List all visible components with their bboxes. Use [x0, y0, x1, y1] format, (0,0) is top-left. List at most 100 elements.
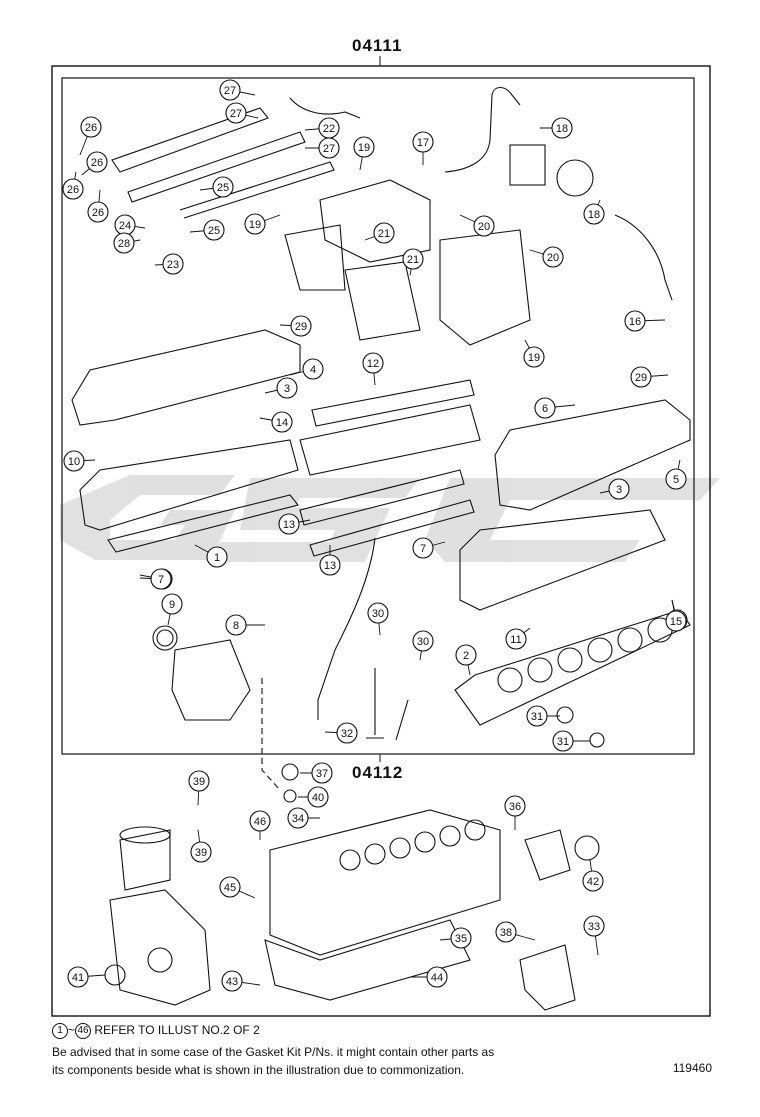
inner-frame-04111 — [61, 77, 695, 755]
callout-circle — [319, 554, 341, 576]
callout-number-25: 25 — [208, 225, 220, 237]
callout-circle — [504, 795, 526, 817]
callout-circle — [203, 219, 225, 241]
outer-frame — [51, 65, 711, 1017]
callout-number-29: 29 — [295, 321, 307, 333]
callout-number-2: 2 — [463, 650, 469, 662]
callout-number-24: 24 — [119, 220, 131, 232]
callout-number-27: 27 — [323, 143, 335, 155]
callout-circle — [534, 397, 556, 419]
callout-number-42: 42 — [587, 876, 599, 888]
callout-number-21: 21 — [407, 254, 419, 266]
advice-line-2: its components beside what is shown in t… — [52, 1063, 465, 1077]
callout-circle — [608, 478, 630, 500]
callout-number-32: 32 — [341, 728, 353, 740]
callout-circle — [426, 966, 448, 988]
callout-circle — [162, 253, 184, 275]
callout-number-34: 34 — [292, 813, 304, 825]
callout-circle — [311, 762, 333, 784]
callout-circle — [150, 568, 172, 590]
callout-number-33: 33 — [588, 921, 600, 933]
callout-number-1: 1 — [214, 552, 220, 564]
callout-circle — [161, 593, 183, 615]
callout-circle — [412, 537, 434, 559]
callout-number-31: 31 — [531, 711, 543, 723]
callout-number-20: 20 — [547, 252, 559, 264]
callout-number-39: 39 — [193, 776, 205, 788]
kit-number-bottom: 04112 — [352, 763, 404, 782]
callout-circle — [552, 730, 574, 752]
callout-circle — [80, 116, 102, 138]
callout-circle — [551, 117, 573, 139]
callout-circle — [113, 232, 135, 254]
callout-circle — [302, 358, 324, 380]
callout-circle — [542, 246, 564, 268]
callout-number-36: 36 — [509, 801, 521, 813]
callout-number-8: 8 — [233, 620, 239, 632]
callout-circle — [86, 151, 108, 173]
callout-number-31: 31 — [557, 736, 569, 748]
callout-number-4: 4 — [310, 364, 316, 376]
callout-circle — [630, 366, 652, 388]
callout-circle — [665, 468, 687, 490]
illustration-ref-code: 119460 — [672, 1061, 712, 1075]
callout-number-6: 6 — [542, 403, 548, 415]
callout-circle — [271, 411, 293, 433]
callout-circle — [290, 315, 312, 337]
callout-circle — [249, 810, 271, 832]
range-separator: ~ — [68, 1023, 76, 1037]
callout-number-35: 35 — [455, 933, 467, 945]
callout-circle — [307, 786, 329, 808]
callout-number-3: 3 — [616, 484, 622, 496]
callout-number-19: 19 — [358, 142, 370, 154]
callout-circle — [278, 513, 300, 535]
callout-circle — [219, 876, 241, 898]
callout-number-19: 19 — [528, 352, 540, 364]
watermark — [60, 475, 720, 562]
callout-number-12: 12 — [367, 358, 379, 370]
callout-circle — [353, 136, 375, 158]
callout-circle — [225, 102, 247, 124]
callout-circle — [221, 970, 243, 992]
callout-circle — [212, 176, 234, 198]
callout-number-5: 5 — [673, 474, 679, 486]
callout-number-25: 25 — [217, 182, 229, 194]
callout-number-7: 7 — [158, 574, 164, 586]
callout-circle — [318, 137, 340, 159]
callout-number-18: 18 — [556, 123, 568, 135]
refer-note: 1~46 REFER TO ILLUST NO.2 OF 2 — [52, 1021, 260, 1039]
callout-circle — [505, 628, 527, 650]
callout-number-44: 44 — [431, 972, 443, 984]
callout-number-22: 22 — [323, 123, 335, 135]
callout-circle — [244, 213, 266, 235]
callout-number-30: 30 — [417, 636, 429, 648]
callout-number-41: 41 — [72, 972, 84, 984]
callout-circle — [373, 222, 395, 244]
callout-circle — [62, 178, 84, 200]
callout-number-45: 45 — [224, 882, 236, 894]
callout-circle — [583, 915, 605, 937]
callout-group: 1233456777891011121313141515161718181919… — [62, 79, 688, 992]
callout-number-28: 28 — [118, 238, 130, 250]
callout-number-7: 7 — [420, 543, 426, 555]
callout-number-18: 18 — [588, 209, 600, 221]
callout-number-13: 13 — [324, 560, 336, 572]
callout-circle — [523, 346, 545, 368]
callout-number-21: 21 — [378, 228, 390, 240]
callout-circle — [412, 131, 434, 153]
callout-number-19: 19 — [249, 219, 261, 231]
callout-number-13: 13 — [283, 519, 295, 531]
callout-circle — [190, 841, 212, 863]
callout-number-15: 15 — [670, 616, 682, 628]
advice-line-1: Be advised that in some case of the Gask… — [52, 1045, 495, 1059]
kit-number-top: 04111 — [352, 36, 403, 55]
callout-circle — [412, 630, 434, 652]
callout-circle — [276, 377, 298, 399]
callout-number-10: 10 — [68, 456, 80, 468]
refer-text: REFER TO ILLUST NO.2 OF 2 — [94, 1023, 260, 1037]
callout-circle — [582, 870, 604, 892]
callout-number-38: 38 — [500, 927, 512, 939]
callout-circle — [624, 310, 646, 332]
callout-circle — [219, 79, 241, 101]
callout-circle — [402, 248, 424, 270]
